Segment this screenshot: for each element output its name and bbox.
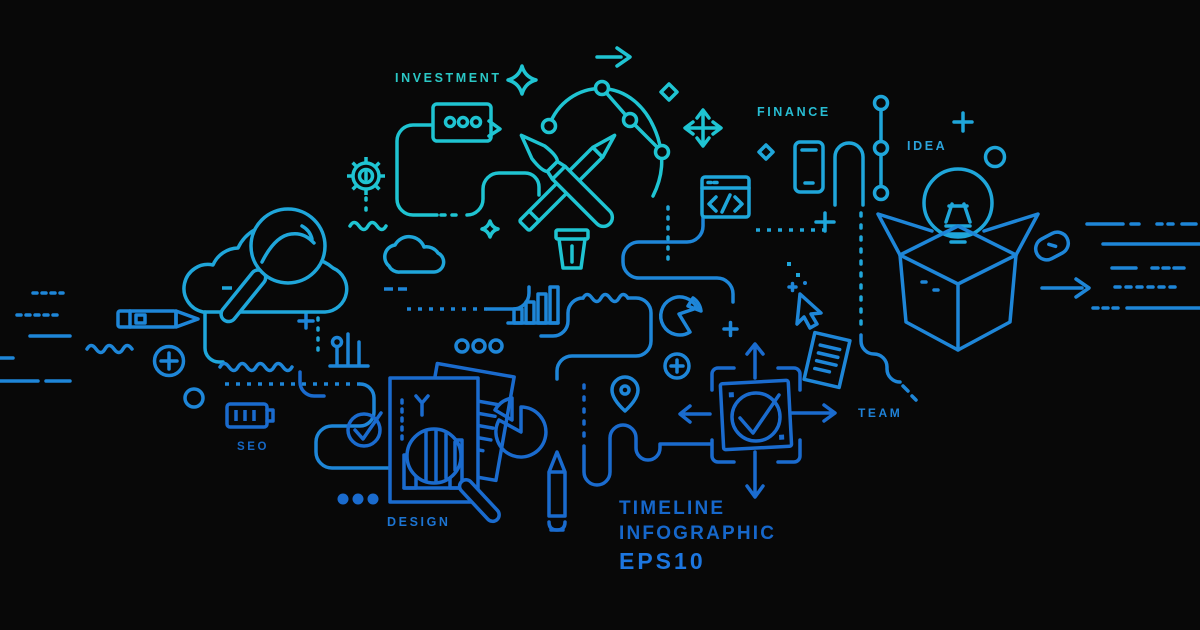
label-finance: FINANCE <box>757 105 831 119</box>
pie-chart-icon <box>493 396 548 459</box>
checkmark-box-icon <box>678 342 837 499</box>
bar-chart-icon <box>506 285 560 325</box>
caption-eps: EPS10 <box>619 548 706 574</box>
computer-mouse-icon <box>1033 230 1071 262</box>
label-team: TEAM <box>858 406 903 420</box>
coffee-cup-icon <box>554 228 590 270</box>
arrow-left <box>678 404 712 424</box>
speed-dashes <box>1085 222 1200 310</box>
pencil-vertical-icon <box>547 450 567 532</box>
check-circle-icon <box>346 411 383 448</box>
pencil-horizontal-icon <box>116 309 200 329</box>
plus-circle-center-icon <box>663 352 691 380</box>
wave-line-left <box>85 343 134 355</box>
bezier-curve-icon <box>540 79 671 198</box>
donut-chart-icon <box>659 295 703 337</box>
arrow-right-team <box>790 403 837 423</box>
lightbulb-box-icon <box>876 167 1040 352</box>
plus-marks <box>297 111 974 338</box>
filled-dots-row <box>337 493 379 505</box>
battery-icon <box>225 402 275 429</box>
scatter-dots <box>787 262 800 277</box>
arrow-down <box>745 450 765 499</box>
corner-square <box>11 13 26 28</box>
label-design: DESIGN <box>387 515 451 529</box>
ring-dots-row <box>454 338 504 354</box>
small-circle-topright <box>983 145 1007 169</box>
caption-block: TIMELINE INFOGRAPHIC EPS10 <box>619 498 776 575</box>
paintbrush-icon <box>519 133 615 229</box>
arrow-right-mid-icon <box>1040 277 1091 299</box>
caption-line-1: TIMELINE <box>619 498 726 519</box>
growth-chart-icon <box>328 332 370 368</box>
milestone-line-icon <box>872 94 890 202</box>
sparkle-icon <box>480 64 775 239</box>
cloud-search-icon <box>182 207 349 324</box>
left-dash-cluster <box>0 291 72 383</box>
label-investment: INVESTMENT <box>395 71 502 85</box>
label-idea: IDEA <box>907 139 948 153</box>
connector-paths <box>203 123 918 487</box>
location-pin-icon <box>610 375 640 413</box>
speech-bubble-icon <box>431 102 502 143</box>
small-circle-left <box>183 387 205 409</box>
caption-line-2: INFOGRAPHIC <box>619 523 777 544</box>
small-cloud-icon <box>383 234 446 274</box>
document-magnifier-icon <box>388 361 516 524</box>
document-list-icon <box>802 330 852 390</box>
code-window-icon <box>700 175 751 219</box>
arrow-right-icon <box>595 46 632 68</box>
smartphone-icon <box>793 140 825 194</box>
label-seo: SEO <box>237 441 270 453</box>
move-arrows-icon <box>683 108 723 148</box>
arrow-up <box>745 342 765 380</box>
plus-circle-left-icon <box>152 344 186 378</box>
gear-icon <box>347 157 385 195</box>
cursor-icon <box>787 281 823 330</box>
